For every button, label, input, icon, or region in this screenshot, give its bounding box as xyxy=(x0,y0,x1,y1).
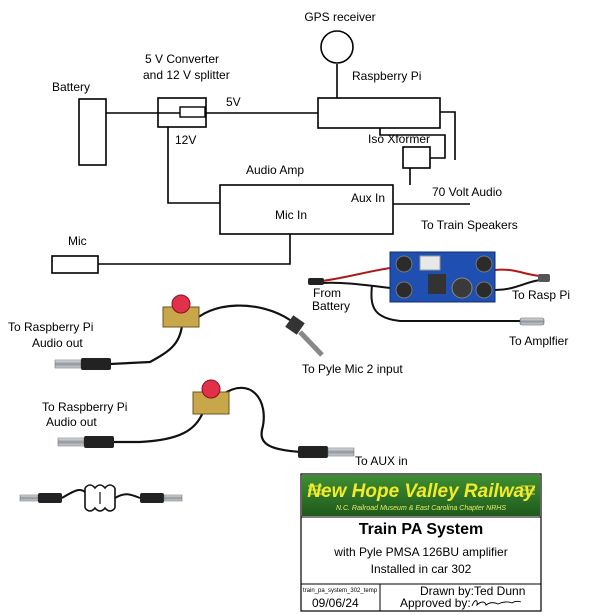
pcb-inductor xyxy=(451,277,473,299)
mic-cable-assembly xyxy=(54,294,324,370)
mic-label: Mic xyxy=(68,234,87,248)
from-battery-label-2: Battery xyxy=(312,299,350,313)
icon-plug-left-tip xyxy=(19,494,39,502)
aux-cable-wire-a xyxy=(112,411,205,444)
aux-cable-assembly xyxy=(57,379,355,458)
banner-subtitle: N.C. Railroad Museum & East Carolina Cha… xyxy=(336,505,506,512)
raspberry-pi-block: Raspberry Pi xyxy=(317,69,441,129)
battery-label: Battery xyxy=(52,80,90,94)
isolation-cable-icon xyxy=(19,484,183,512)
raspberry-pi-label: Raspberry Pi xyxy=(352,69,421,83)
plug-3-body xyxy=(298,446,328,458)
diagram-title: Train PA System xyxy=(359,521,484,538)
title-line-2: Installed in car 302 xyxy=(371,562,472,576)
iso-xformer-rect xyxy=(402,146,431,169)
icon-plug-right-tip xyxy=(163,494,183,502)
approved-by-label: Approved by: xyxy=(400,596,471,610)
volt70-label: 70 Volt Audio xyxy=(432,185,502,199)
converter-block: 5 V Converter and 12 V splitter 5V 12V xyxy=(143,52,241,147)
audio-amp-rect xyxy=(219,184,394,235)
mic-cable-wire-a xyxy=(109,324,184,366)
audio-amp-block: Audio Amp Aux In Mic In xyxy=(219,163,394,235)
from-battery-label-1: From xyxy=(313,286,341,300)
audio-amp-label: Audio Amp xyxy=(246,163,304,177)
transformer-1-core xyxy=(171,294,191,314)
wire-rpi-iso-a xyxy=(379,128,446,159)
rpi-audio-1-label-a: To Raspberry Pi xyxy=(8,320,93,334)
raspberry-pi-rect xyxy=(317,97,441,129)
icon-wire-left xyxy=(61,489,86,499)
aux-cable-wire-b xyxy=(221,386,301,454)
module-input-wire-black xyxy=(321,281,391,289)
gps-circle xyxy=(320,30,354,64)
mic-cable-wire-b xyxy=(189,304,291,326)
converter-module-illustration xyxy=(308,251,550,326)
iso-xformer-block: Iso Xformer xyxy=(368,132,431,169)
wire-rpi-iso-b xyxy=(440,111,456,160)
gps-receiver: GPS receiver xyxy=(304,10,376,64)
rpi-audio-1-label-b: Audio out xyxy=(32,336,83,350)
icon-plug-left-body xyxy=(38,493,62,503)
battery-block: Battery xyxy=(52,80,107,166)
icon-wire-right xyxy=(114,493,141,499)
mic-in-label: Mic In xyxy=(275,208,307,222)
plug-2-tip xyxy=(57,437,85,447)
quarter-inch-plug-body xyxy=(285,315,305,335)
aux-in-cable-label: To AUX in xyxy=(355,454,408,468)
pyle-mic-label: To Pyle Mic 2 input xyxy=(302,362,403,376)
drawn-by-name: Ted Dunn xyxy=(474,584,525,598)
icon-coil-bottom xyxy=(84,506,116,512)
pcb-cap-2 xyxy=(395,281,413,299)
iso-xformer-label: Iso Xformer xyxy=(368,132,430,146)
plug-3-tip xyxy=(327,447,355,457)
quarter-inch-plug-tip xyxy=(298,330,324,357)
rpi-audio-2-label-a: To Raspberry Pi xyxy=(42,400,127,414)
icon-plug-right-body xyxy=(140,493,164,503)
v5-label: 5V xyxy=(226,95,241,109)
transformer-2-core xyxy=(201,379,221,399)
gps-label: GPS receiver xyxy=(304,10,375,24)
date: 09/06/24 xyxy=(312,596,359,610)
train-speakers-label: To Train Speakers xyxy=(421,218,518,232)
wiring xyxy=(98,64,470,265)
wire-12v xyxy=(167,127,220,204)
module-rpi-wire-red xyxy=(494,268,541,277)
plug-1-tip xyxy=(54,359,82,369)
file-name: train_pa_system_302_temp xyxy=(303,588,378,594)
pcb-cap-4 xyxy=(475,281,493,299)
converter-label-1: 5 V Converter xyxy=(145,52,219,66)
plug-2-body xyxy=(84,436,114,448)
plug-1-body xyxy=(81,358,111,370)
pcb-cap-1 xyxy=(395,255,413,273)
to-rasp-pi-label: To Rasp Pi xyxy=(512,288,570,302)
title-line-1: with Pyle PMSA 126BU amplifier xyxy=(333,545,507,559)
converter-resistor xyxy=(179,106,206,118)
title-banner xyxy=(302,475,540,516)
module-amp-wire xyxy=(370,284,520,322)
mic-block: Mic xyxy=(51,234,99,274)
to-amplifier-label: To Amplfier xyxy=(509,334,568,348)
module-input-plug xyxy=(308,278,324,285)
pcb-ic xyxy=(428,274,446,294)
converter-label-2: and 12 V splitter xyxy=(143,68,230,82)
module-input-wire-red xyxy=(321,267,391,282)
icon-coil-top xyxy=(84,484,116,490)
title-block: New Hope Valley Railway N.C. Railroad Mu… xyxy=(300,473,542,612)
rasp-pi-plug xyxy=(538,274,550,282)
pcb-cap-3 xyxy=(475,255,493,273)
module-rpi-wire-black xyxy=(494,279,541,291)
wire-mic xyxy=(98,234,291,265)
aux-in-label: Aux In xyxy=(351,191,385,205)
v12-label: 12V xyxy=(175,133,196,147)
amplifier-plug xyxy=(519,317,545,326)
mic-rect xyxy=(51,255,99,274)
pcb-chip xyxy=(419,255,441,271)
rpi-audio-2-label-b: Audio out xyxy=(46,415,97,429)
drawn-by-label: Drawn by: xyxy=(420,584,474,598)
battery-rect xyxy=(78,98,107,166)
banner-title: New Hope Valley Railway xyxy=(307,481,536,502)
approval-signature xyxy=(471,600,522,607)
